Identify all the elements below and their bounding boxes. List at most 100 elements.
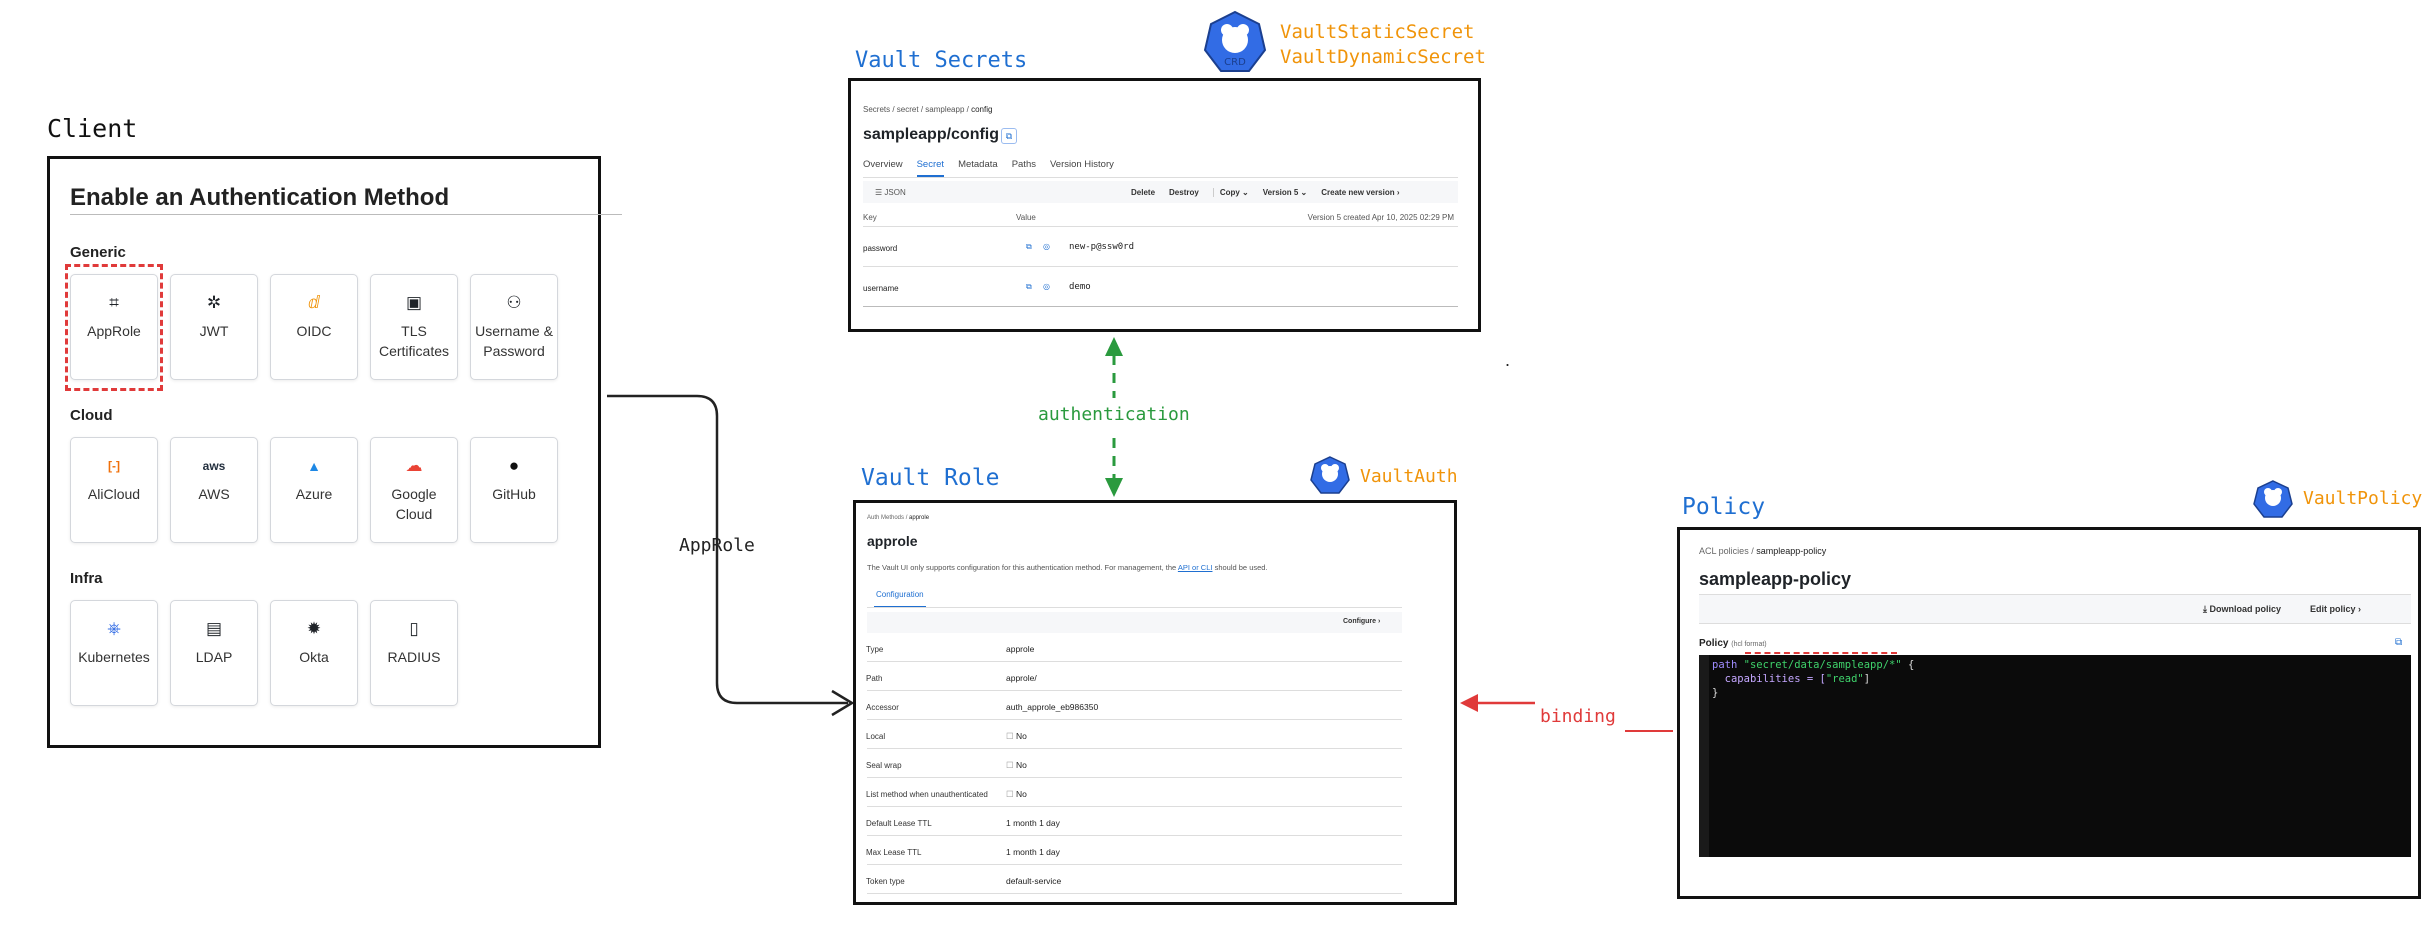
- tile-label: Kubernetes: [78, 649, 150, 665]
- authentication-arrowhead-up: [1105, 337, 1123, 356]
- google-cloud-icon: ☁: [405, 456, 423, 475]
- tile-google-cloud[interactable]: ☁ Google Cloud: [370, 437, 458, 543]
- tile-label: AppRole: [87, 323, 141, 339]
- eye-off-icon[interactable]: ◎: [1043, 282, 1050, 291]
- breadcrumb-item: config: [971, 105, 993, 114]
- copy-dropdown[interactable]: Copy ⌄: [1212, 188, 1249, 197]
- header-divider: [863, 226, 1458, 227]
- copy-icon[interactable]: ⧉: [1001, 128, 1017, 144]
- github-icon: ●: [508, 456, 520, 475]
- binding-arrowhead: [1460, 694, 1478, 712]
- client-title: Enable an Authentication Method: [70, 184, 450, 211]
- tile-radius[interactable]: ▯ RADIUS: [370, 600, 458, 706]
- config-key: Seal wrap: [866, 761, 902, 770]
- secret-row-value: demo: [1069, 282, 1091, 292]
- tile-ldap[interactable]: ▤ LDAP: [170, 600, 258, 706]
- delete-button[interactable]: Delete: [1131, 188, 1156, 197]
- vault-policy-kubernetes-icon: [2253, 480, 2293, 518]
- tile-kubernetes[interactable]: ⎈ Kubernetes: [70, 600, 158, 706]
- download-policy-button[interactable]: ⤓ Download policy: [2203, 604, 2281, 615]
- tab-overview[interactable]: Overview: [863, 159, 903, 170]
- row-divider: [867, 806, 1402, 807]
- tab-divider: [863, 177, 1458, 178]
- tile-label: AliCloud: [87, 486, 141, 502]
- json-toggle[interactable]: ☰ JSON: [875, 188, 906, 197]
- checkbox-icon: ☐: [1006, 760, 1014, 770]
- client-title-divider: [70, 214, 622, 215]
- tile-label: Azure: [295, 486, 333, 502]
- tile-jwt[interactable]: ✲ JWT: [170, 274, 258, 380]
- tab-paths[interactable]: Paths: [1011, 159, 1036, 170]
- row-divider: [863, 306, 1458, 307]
- tile-approle[interactable]: ⌗ AppRole: [70, 274, 158, 380]
- tile-github[interactable]: ● GitHub: [470, 437, 558, 543]
- role-notice: The Vault UI only supports configuration…: [867, 563, 1268, 572]
- config-key: Token type: [866, 877, 905, 886]
- eye-off-icon[interactable]: ◎: [1043, 242, 1050, 251]
- tab-metadata[interactable]: Metadata: [958, 159, 998, 170]
- version-dropdown[interactable]: Version 5 ⌄: [1262, 188, 1308, 197]
- tile-oidc[interactable]: ⅆ OIDC: [270, 274, 358, 380]
- alicloud-icon: [-]: [108, 459, 120, 473]
- tile-alicloud[interactable]: [-] AliCloud: [70, 437, 158, 543]
- vault-role-heading: Vault Role: [861, 465, 1000, 491]
- tile-azure[interactable]: ▲ Azure: [270, 437, 358, 543]
- vault-auth-kubernetes-icon: [1310, 456, 1350, 494]
- vault-role-frame: Auth Methods / approle approle The Vault…: [853, 500, 1457, 905]
- toolbar-divider: [1699, 623, 2411, 624]
- destroy-button[interactable]: Destroy: [1169, 188, 1199, 197]
- configure-button[interactable]: Configure ›: [1343, 618, 1381, 625]
- tile-label: Okta: [299, 649, 329, 665]
- secret-toolbar: [863, 181, 1458, 203]
- section-hint: (hcl format): [1731, 641, 1767, 648]
- secret-row-key: username: [863, 284, 899, 293]
- breadcrumb-item[interactable]: Secrets: [863, 105, 891, 114]
- json-toggle-label: JSON: [884, 188, 906, 197]
- tab-configuration[interactable]: Configuration: [874, 590, 926, 608]
- code-string: "secret/data/sampleapp/*": [1743, 659, 1902, 671]
- chip-icon: ⌗: [109, 293, 119, 312]
- breadcrumb-item[interactable]: Auth Methods: [867, 515, 905, 521]
- secret-row-value: new-p@ssw0rd: [1069, 242, 1135, 252]
- copy-icon[interactable]: ⧉: [1026, 242, 1032, 251]
- row-divider: [867, 893, 1402, 894]
- config-value: ☐ No: [1006, 760, 1027, 771]
- copy-icon[interactable]: ⧉: [1026, 282, 1032, 291]
- tab-secret[interactable]: Secret: [916, 159, 945, 177]
- create-version-button[interactable]: Create new version ›: [1321, 188, 1400, 197]
- config-value: ☐ No: [1006, 731, 1027, 742]
- oidc-icon: ⅆ: [307, 293, 321, 312]
- tile-okta[interactable]: ✹ Okta: [270, 600, 358, 706]
- tile-username-password[interactable]: ⚇ Username & Password: [470, 274, 558, 380]
- config-key: Accessor: [866, 703, 899, 712]
- edit-policy-button[interactable]: Edit policy ›: [2310, 604, 2362, 614]
- path-highlight: [1745, 652, 1897, 656]
- policy-code-editor[interactable]: path "secret/data/sampleapp/*" { capabil…: [1699, 652, 2411, 857]
- config-value: approle: [1006, 644, 1035, 654]
- policy-heading: Policy: [1682, 494, 1766, 520]
- row-divider: [863, 266, 1458, 267]
- breadcrumb-item[interactable]: ACL policies: [1699, 546, 1749, 556]
- binding-edge-label: binding: [1540, 706, 1616, 727]
- breadcrumb-item: approle: [909, 515, 930, 521]
- breadcrumb-item[interactable]: secret: [896, 105, 919, 114]
- tile-label: OIDC: [296, 323, 332, 339]
- approle-edge-label: AppRole: [679, 535, 755, 556]
- okta-icon: ✹: [306, 619, 322, 638]
- config-value: ☐ No: [1006, 789, 1027, 800]
- tile-aws[interactable]: aws AWS: [170, 437, 258, 543]
- breadcrumb-item[interactable]: sampleapp: [925, 105, 965, 114]
- stray-dot: .: [1505, 350, 1511, 370]
- create-version-label: Create new version: [1321, 188, 1395, 197]
- crd-badge-text: CRD: [1224, 57, 1246, 68]
- authentication-edge-label: authentication: [1038, 404, 1190, 425]
- configure-label: Configure: [1343, 618, 1377, 625]
- config-value-text: No: [1016, 731, 1027, 741]
- jwt-icon: ✲: [206, 293, 222, 312]
- breadcrumb-item: sampleapp-policy: [1756, 546, 1827, 556]
- copy-icon[interactable]: ⧉: [2395, 637, 2403, 648]
- tile-tls-certificates[interactable]: ▣ TLS Certificates: [370, 274, 458, 380]
- tab-version-history[interactable]: Version History: [1049, 159, 1114, 170]
- api-cli-link[interactable]: API or CLI: [1177, 563, 1213, 572]
